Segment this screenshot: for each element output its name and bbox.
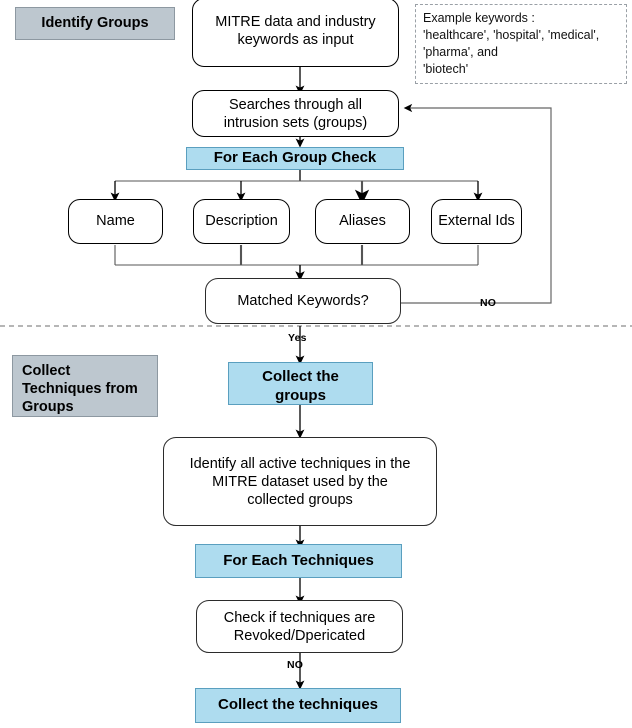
phase-label-line-3: Groups	[22, 399, 74, 416]
node-check-description: Description	[193, 199, 290, 244]
node-identify-techniques-line-2: MITRE dataset used by the	[212, 474, 388, 491]
node-check-name-label: Name	[96, 213, 135, 230]
example-keywords-note: Example keywords : 'healthcare', 'hospit…	[415, 4, 627, 84]
node-input-line-1: MITRE data and industry	[215, 14, 376, 30]
node-search-line-2: intrusion sets (groups)	[223, 115, 368, 132]
edge-label-no-revoked: NO	[287, 659, 304, 671]
node-for-each-techniques: For Each Techniques	[195, 544, 402, 578]
node-check-aliases: Aliases	[315, 199, 410, 244]
node-for-each-techniques-label: For Each Techniques	[223, 551, 374, 569]
node-matched-keywords: Matched Keywords?	[205, 278, 401, 324]
note-line-3: 'pharma', and	[423, 44, 498, 59]
phase-label-identify-groups: Identify Groups	[15, 7, 175, 40]
node-check-description-label: Description	[205, 213, 278, 230]
phase-label-line-2: Techniques from	[22, 381, 138, 398]
node-check-external-ids-label: External Ids	[438, 213, 515, 230]
phase-label-line-1: Collect	[22, 363, 71, 379]
node-check-revoked: Check if techniques are Revoked/Dpericat…	[196, 600, 403, 653]
node-identify-techniques-line-1: Identify all active techniques in the	[189, 456, 411, 472]
node-check-name: Name	[68, 199, 163, 244]
edge-label-yes: Yes	[288, 332, 307, 344]
node-check-aliases-label: Aliases	[339, 213, 386, 230]
note-line-1: Example keywords :	[423, 11, 535, 25]
node-identify-techniques-line-3: collected groups	[247, 492, 353, 509]
node-identify-techniques: Identify all active techniques in the MI…	[163, 437, 437, 526]
phase-label-collect-techniques: Collect Techniques from Groups	[12, 355, 158, 417]
node-search: Searches through all intrusion sets (gro…	[192, 90, 399, 137]
node-input-line-2: keywords as input	[237, 32, 354, 49]
note-line-4: 'biotech'	[423, 61, 469, 76]
node-for-each-group-check: For Each Group Check	[186, 147, 404, 170]
node-collect-groups-line-1: Collect the	[262, 368, 339, 385]
note-line-2: 'healthcare', 'hospital', 'medical',	[423, 27, 600, 42]
node-search-line-1: Searches through all	[229, 97, 362, 113]
edge-label-no-loop: NO	[480, 297, 497, 309]
phase-label-text: Identify Groups	[41, 15, 149, 32]
node-matched-keywords-label: Matched Keywords?	[237, 292, 369, 309]
node-collect-groups: Collect the groups	[228, 362, 373, 405]
node-collect-techniques-label: Collect the techniques	[217, 696, 379, 714]
node-collect-groups-line-2: groups	[275, 386, 326, 404]
node-check-revoked-line-2: Revoked/Dpericated	[233, 628, 366, 645]
node-input: MITRE data and industry keywords as inpu…	[192, 0, 399, 67]
node-for-each-group-check-label: For Each Group Check	[213, 149, 377, 167]
node-collect-techniques: Collect the techniques	[195, 688, 401, 723]
node-check-revoked-line-1: Check if techniques are	[223, 610, 376, 626]
node-check-external-ids: External Ids	[431, 199, 522, 244]
